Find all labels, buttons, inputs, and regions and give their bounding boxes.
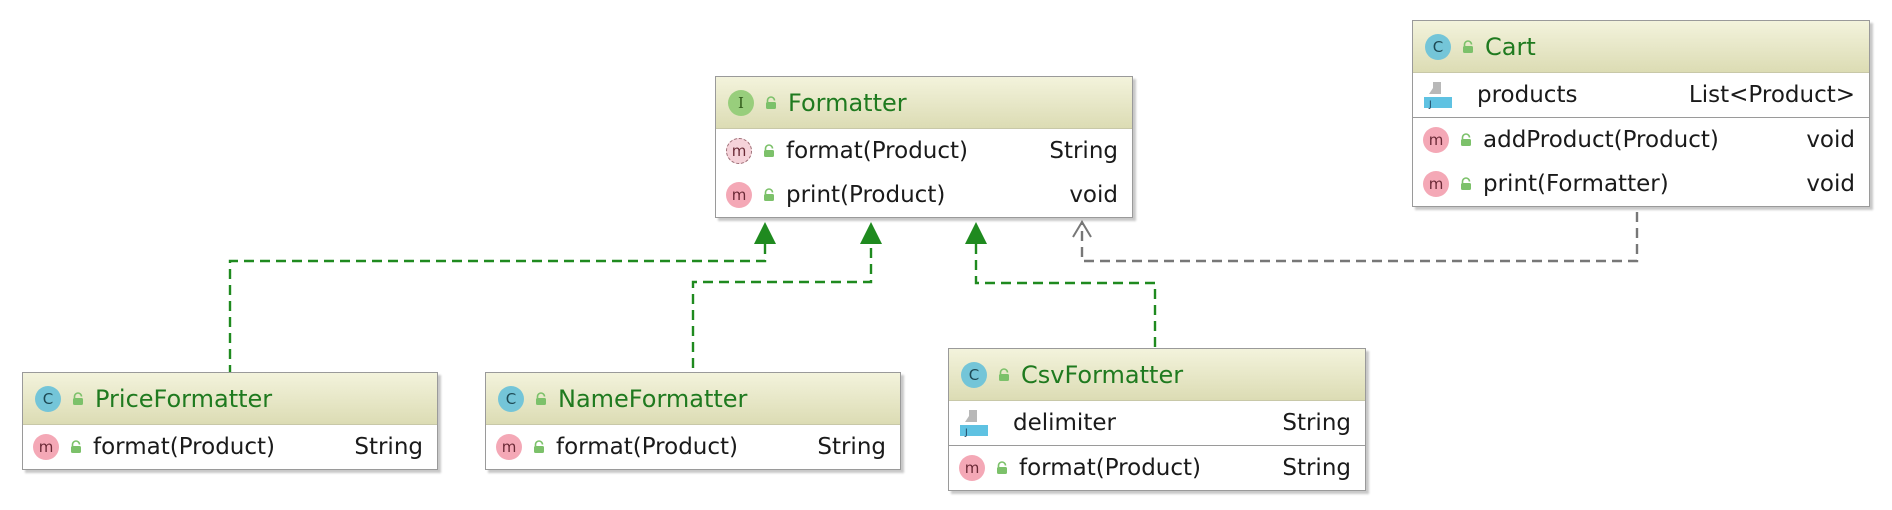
class-header: C NameFormatter [486,373,900,425]
method-icon: m [1423,127,1449,153]
field-row[interactable]: J delimiter String [949,401,1365,445]
field-type: List<Product> [1688,82,1855,108]
method-name: format(Product) [1019,455,1202,481]
field-name: products [1477,82,1578,108]
method-row[interactable]: m format(Product) String [949,446,1365,490]
public-visibility-icon [995,461,1009,475]
return-type: String [1049,138,1118,164]
class-nameformatter[interactable]: C NameFormatter m format(Product) String [485,372,901,470]
dependency-line-cart [1080,212,1639,263]
methods-section: m format(Product) String [949,446,1365,490]
fields-section: J delimiter String [949,401,1365,446]
method-icon: m [726,182,752,208]
field-type: String [1282,410,1351,436]
method-name: format(Product) [93,434,276,460]
public-visibility-icon [532,440,546,454]
realization-line-priceformatter [228,244,767,375]
method-name: print(Formatter) [1483,171,1669,197]
method-icon: m [959,455,985,481]
class-name: Cart [1485,32,1536,61]
method-name: print(Product) [786,182,946,208]
return-type: String [354,434,423,460]
method-icon: m [496,434,522,460]
realization-line-nameformatter [691,244,873,368]
realization-arrowhead-csvformatter [965,222,987,244]
realization-arrowhead-nameformatter [860,222,882,244]
method-name: format(Product) [556,434,739,460]
field-row[interactable]: J products List<Product> [1413,73,1869,117]
class-name: CsvFormatter [1021,360,1184,389]
class-icon: C [1425,33,1451,60]
class-header: C PriceFormatter [23,373,437,425]
return-type: void [1069,182,1118,208]
svg-text:J: J [1428,100,1432,110]
public-visibility-icon [69,440,83,454]
class-csvformatter[interactable]: C CsvFormatter J delimiter String m form… [948,348,1366,491]
class-icon: C [35,385,61,412]
class-header: I Formatter [716,77,1132,129]
abstract-method-icon: m [726,138,752,164]
class-header: C CsvFormatter [949,349,1365,401]
public-visibility-icon [1459,177,1473,191]
method-icon: m [33,434,59,460]
class-name: Formatter [788,88,907,117]
class-name: NameFormatter [558,384,748,413]
public-visibility-icon [764,96,778,110]
return-type: String [817,434,886,460]
class-icon: C [961,361,987,388]
method-icon: m [1423,171,1449,197]
method-row[interactable]: m format(Product) String [716,129,1132,173]
fields-section: J products List<Product> [1413,73,1869,118]
class-formatter[interactable]: I Formatter m format(Product) String m p… [715,76,1133,218]
class-priceformatter[interactable]: C PriceFormatter m format(Product) Strin… [22,372,438,470]
dependency-arrowhead-cart [1072,220,1092,238]
public-visibility-icon [1461,40,1475,54]
field-name: delimiter [1013,410,1116,436]
field-icon: J [960,410,988,438]
method-row[interactable]: m print(Product) void [716,173,1132,217]
methods-section: m format(Product) String m print(Product… [716,129,1132,217]
method-name: format(Product) [786,138,969,164]
public-visibility-icon [1459,133,1473,147]
methods-section: m format(Product) String [23,425,437,469]
class-cart[interactable]: C Cart J products List<Product> m addPro… [1412,20,1870,207]
return-type: void [1806,127,1855,153]
field-icon: J [1424,82,1452,110]
class-header: C Cart [1413,21,1869,73]
interface-icon: I [728,89,754,116]
return-type: String [1282,455,1351,481]
return-type: void [1806,171,1855,197]
method-name: addProduct(Product) [1483,127,1719,153]
public-visibility-icon [762,144,776,158]
method-row[interactable]: m addProduct(Product) void [1413,118,1869,162]
class-name: PriceFormatter [95,384,273,413]
realization-arrowhead-priceformatter [754,222,776,244]
methods-section: m addProduct(Product) void m print(Forma… [1413,118,1869,206]
svg-text:J: J [964,428,968,438]
public-visibility-icon [534,392,548,406]
method-row[interactable]: m format(Product) String [486,425,900,469]
public-visibility-icon [71,392,85,406]
class-icon: C [498,385,524,412]
methods-section: m format(Product) String [486,425,900,469]
method-row[interactable]: m format(Product) String [23,425,437,469]
public-visibility-icon [762,188,776,202]
public-visibility-icon [997,368,1011,382]
realization-line-csvformatter [974,244,1157,347]
method-row[interactable]: m print(Formatter) void [1413,162,1869,206]
